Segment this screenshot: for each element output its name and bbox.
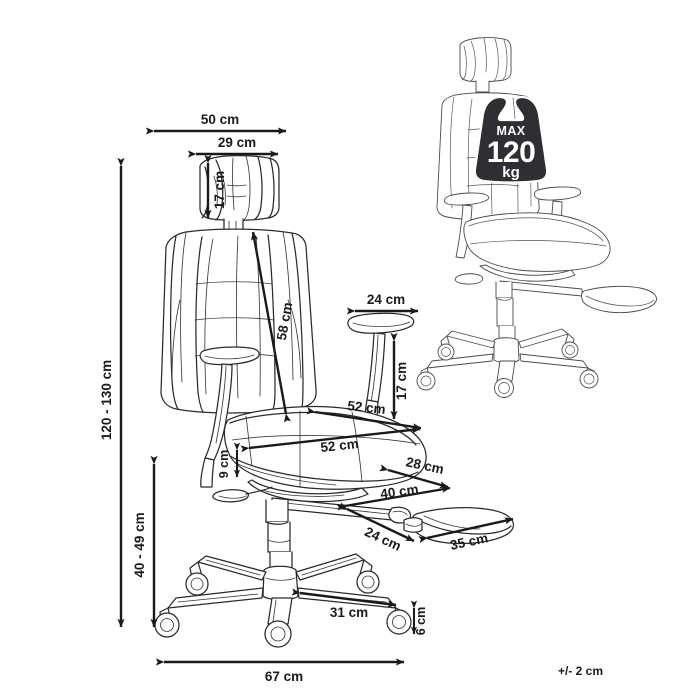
- backrest-part: [160, 228, 317, 414]
- dim-castor-height: 6 cm: [410, 600, 428, 636]
- dim-seat-width: 52 cm: [306, 398, 422, 431]
- dim-label-backrest-height: 58 cm: [274, 301, 295, 341]
- dim-overall-width: 50 cm: [145, 112, 287, 135]
- dim-headrest-width: 29 cm: [187, 135, 279, 158]
- dim-backrest-height: 58 cm: [250, 231, 295, 423]
- max-load-badge: MAX 120 kg: [473, 95, 549, 184]
- dim-base-width: 67 cm: [155, 658, 405, 684]
- dim-label-armrest-height: 17 cm: [394, 362, 409, 400]
- dim-label-castor-height: 6 cm: [414, 607, 428, 636]
- badge-value: 120: [487, 136, 536, 169]
- dim-armrest-width: 24 cm: [346, 292, 419, 315]
- badge-max-label: MAX: [497, 124, 526, 138]
- dim-seat-depth: 52 cm: [240, 426, 421, 455]
- dim-label-headrest-width: 29 cm: [218, 135, 256, 150]
- castor-rear-left: [185, 561, 209, 596]
- dim-label-overall-width: 50 cm: [201, 112, 239, 127]
- castor-rear-right: [356, 559, 380, 594]
- castor-front-center: [264, 620, 292, 648]
- dim-label-total-height: 120 - 130 cm: [99, 360, 114, 440]
- dim-base-radius: 31 cm: [291, 588, 397, 620]
- dim-seat-thickness: 9 cm: [217, 442, 241, 479]
- armrest-left: [199, 346, 260, 488]
- dim-label-seat-thickness: 9 cm: [217, 450, 231, 479]
- dim-label-seat-depth: 52 cm: [320, 436, 360, 455]
- dim-label-seat-height: 40 - 49 cm: [132, 512, 147, 577]
- dim-total-height: 120 - 130 cm: [99, 157, 125, 628]
- dim-seat-height: 40 - 49 cm: [132, 455, 158, 628]
- dim-label-footrest-extension: 40 cm: [379, 481, 419, 501]
- dim-label-headrest-height: 17 cm: [212, 171, 227, 209]
- chair-base: [154, 553, 412, 648]
- gas-cylinder: [265, 499, 293, 576]
- dim-armrest-height: 17 cm: [390, 332, 409, 420]
- dim-headrest-height: 17 cm: [204, 154, 227, 219]
- chair-illustration-inset: [416, 37, 657, 398]
- badge-unit: kg: [502, 164, 520, 181]
- dim-label-base-radius: 31 cm: [330, 605, 368, 620]
- dim-label-seat-width: 52 cm: [347, 398, 387, 417]
- dim-label-base-width: 67 cm: [265, 669, 303, 684]
- tolerance-note: +/- 2 cm: [558, 664, 603, 678]
- castor-front-right: [386, 607, 412, 635]
- dim-label-armrest-width: 24 cm: [367, 292, 405, 307]
- headrest-part: [199, 155, 280, 232]
